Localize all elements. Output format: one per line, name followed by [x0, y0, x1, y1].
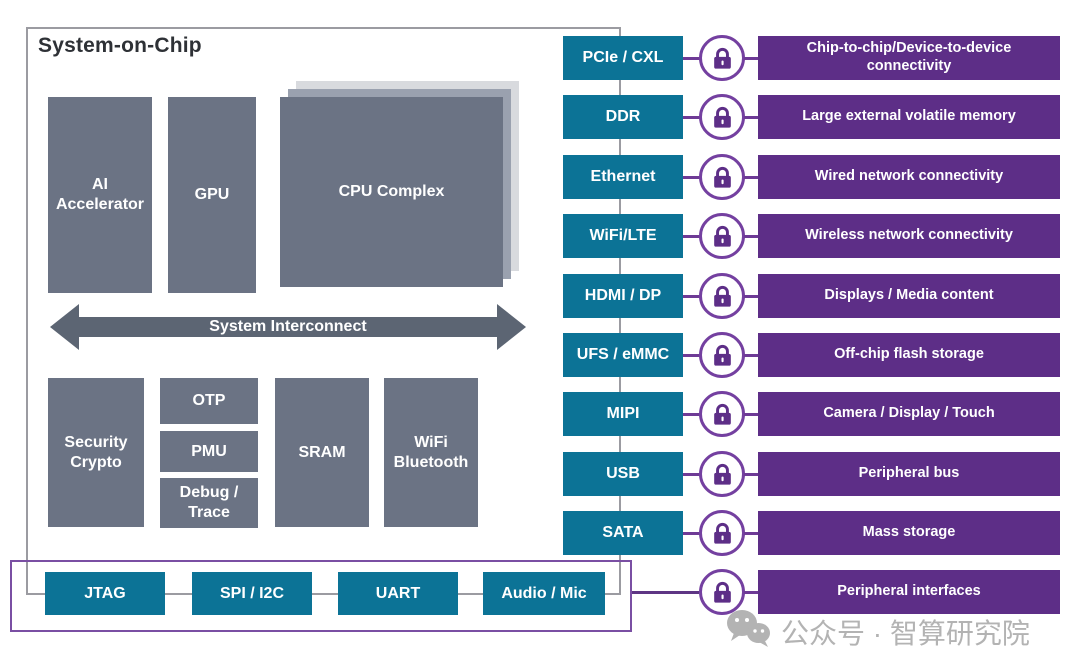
- connector-line: [744, 472, 758, 476]
- connector-line: [683, 353, 700, 357]
- port-box: USB: [563, 452, 683, 496]
- peripheral-interfaces-row: Peripheral interfaces: [0, 569, 1080, 615]
- connector-line: [683, 115, 700, 119]
- arrow-right-head-icon: [497, 304, 526, 350]
- block-debug-trace: Debug / Trace: [160, 478, 258, 528]
- lock-icon: [699, 332, 745, 378]
- connector-line: [744, 234, 758, 238]
- connector-line: [744, 531, 758, 535]
- interconnect-arrow: [78, 317, 498, 337]
- port-box: UFS / eMMC: [563, 333, 683, 377]
- port-box: WiFi/LTE: [563, 214, 683, 258]
- connector-line: [683, 531, 700, 535]
- lock-icon: [699, 35, 745, 81]
- interface-description: Large external volatile memory: [758, 95, 1060, 139]
- soc-title: System-on-Chip: [38, 34, 202, 57]
- block-wifi-bluetooth: WiFi Bluetooth: [384, 378, 478, 527]
- interface-description: Peripheral bus: [758, 452, 1060, 496]
- interface-row: Ethernet Wired network connectivity: [0, 154, 1080, 200]
- interface-row: PCIe / CXL Chip-to-chip/Device-to-device …: [0, 35, 1080, 81]
- interface-description: Peripheral interfaces: [758, 570, 1060, 614]
- connector-line: [744, 353, 758, 357]
- interconnect-label: System Interconnect: [209, 318, 367, 335]
- connector-line: [683, 56, 700, 60]
- interface-description: Camera / Display / Touch: [758, 392, 1060, 436]
- port-box: Ethernet: [563, 155, 683, 199]
- port-box: PCIe / CXL: [563, 36, 683, 80]
- port-box: SPI / I2C: [192, 572, 312, 615]
- interface-description: Wireless network connectivity: [758, 214, 1060, 258]
- interface-description: Chip-to-chip/Device-to-device connectivi…: [758, 36, 1060, 80]
- block-pmu: PMU: [160, 431, 258, 472]
- interface-description: Wired network connectivity: [758, 155, 1060, 199]
- interface-description: Displays / Media content: [758, 274, 1060, 318]
- interface-row: USB Peripheral bus: [0, 451, 1080, 497]
- watermark-text: 公众号 · 智算研究院: [781, 617, 1030, 649]
- connector-line: [744, 175, 758, 179]
- lock-icon: [699, 94, 745, 140]
- interface-row: SATA Mass storage: [0, 510, 1080, 556]
- block-sram: SRAM: [275, 378, 369, 527]
- connector-line: [744, 412, 758, 416]
- lock-icon: [699, 391, 745, 437]
- lock-icon: [699, 213, 745, 259]
- peripheral-group-frame: [10, 560, 632, 632]
- connector-line: [683, 175, 700, 179]
- connector-line: [683, 412, 700, 416]
- port-box: MIPI: [563, 392, 683, 436]
- connector-line: [683, 472, 700, 476]
- lock-icon: [699, 510, 745, 556]
- port-box: SATA: [563, 511, 683, 555]
- block-gpu: GPU: [168, 97, 256, 293]
- block-security-crypto: Security Crypto: [48, 378, 144, 527]
- connector-line: [744, 590, 758, 594]
- wechat-icon: [725, 608, 771, 655]
- port-box: HDMI / DP: [563, 274, 683, 318]
- connector-line: [683, 234, 700, 238]
- watermark: 公众号 · 智算研究院: [725, 608, 1030, 655]
- port-box: UART: [338, 572, 458, 615]
- connector-line: [683, 294, 700, 298]
- block-cpu-complex: CPU Complex: [280, 97, 503, 287]
- connector-line: [744, 294, 758, 298]
- lock-icon: [699, 451, 745, 497]
- interface-description: Mass storage: [758, 511, 1060, 555]
- interface-row: MIPI Camera / Display / Touch: [0, 391, 1080, 437]
- lock-icon: [699, 273, 745, 319]
- interface-row: UFS / eMMC Off-chip flash storage: [0, 332, 1080, 378]
- port-box: JTAG: [45, 572, 165, 615]
- interface-row: WiFi/LTE Wireless network connectivity: [0, 213, 1080, 259]
- lock-icon: [699, 154, 745, 200]
- port-box: DDR: [563, 95, 683, 139]
- connector-line: [632, 591, 699, 594]
- connector-line: [744, 56, 758, 60]
- block-ai-accelerator: AI Accelerator: [48, 97, 152, 293]
- interface-row: HDMI / DP Displays / Media content: [0, 273, 1080, 319]
- block-otp: OTP: [160, 378, 258, 424]
- port-box: Audio / Mic: [483, 572, 605, 615]
- connector-line: [744, 115, 758, 119]
- interface-row: DDR Large external volatile memory: [0, 94, 1080, 140]
- interface-description: Off-chip flash storage: [758, 333, 1060, 377]
- arrow-left-head-icon: [50, 304, 79, 350]
- lock-icon: [699, 569, 745, 615]
